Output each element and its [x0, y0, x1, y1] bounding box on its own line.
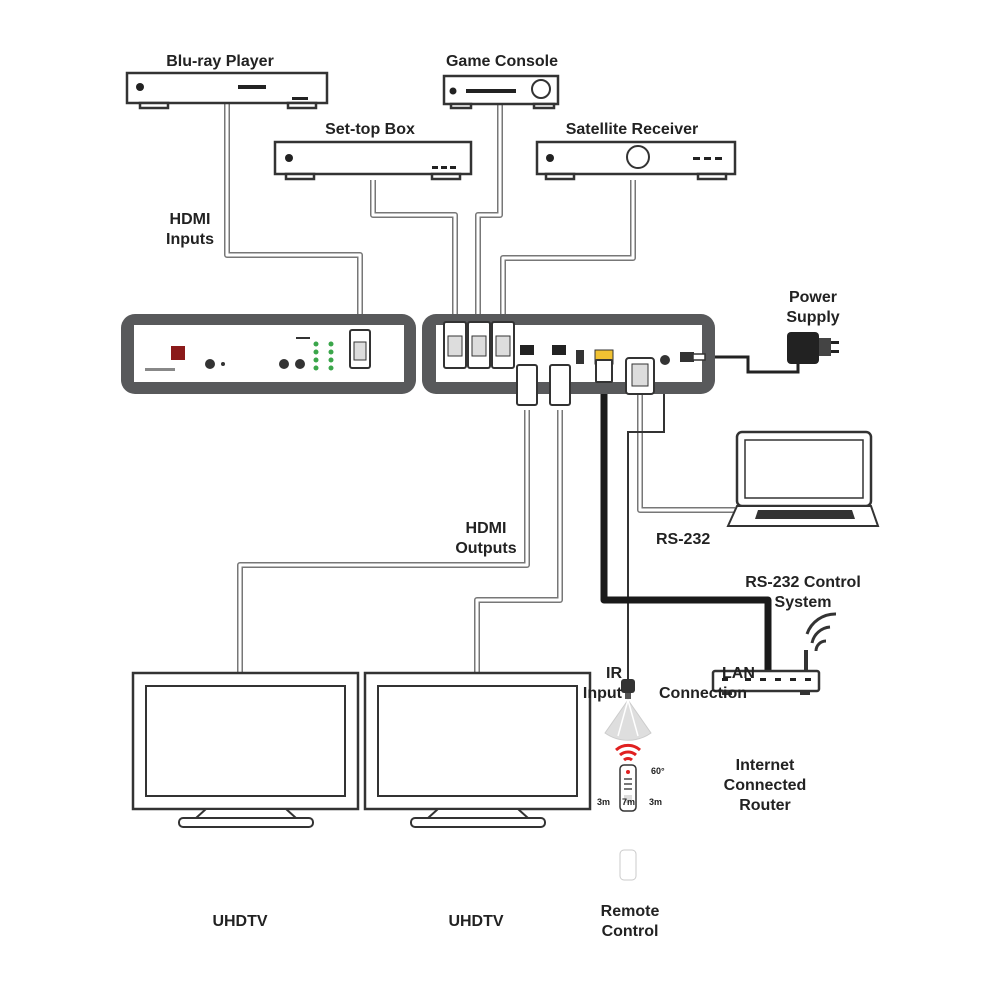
label-lan-connection: LAN Connection [659, 665, 755, 702]
wifi-signal-icon [805, 612, 837, 652]
front-panel-leds [313, 341, 334, 371]
switcher-front-panel [121, 314, 416, 394]
label-power-supply: Power Supply [786, 289, 840, 326]
label-rs232: RS-232 [656, 531, 711, 548]
label-bluray-player: Blu-ray Player [166, 53, 274, 70]
ir-coverage-cone [604, 699, 652, 741]
label-ir-range-right: 3m [649, 797, 663, 807]
lan-cable [600, 380, 772, 670]
label-hdmi-outputs: HDMI Outputs [455, 520, 517, 557]
label-uhdtv-right: UHDTV [448, 913, 504, 930]
remote-reflection [619, 849, 637, 881]
ir-signal-icon [615, 743, 641, 762]
power-cable [705, 355, 800, 374]
rs232-cables [627, 370, 735, 680]
power-supply-device [787, 332, 839, 364]
label-satellite-receiver: Satellite Receiver [565, 121, 699, 138]
bluray-player-device [125, 71, 329, 110]
label-game-console: Game Console [445, 53, 559, 70]
switcher-rear-panel [422, 314, 715, 406]
router-device [711, 612, 837, 695]
hdmi-input-cables [224, 103, 636, 330]
label-hdmi-inputs: HDMI Inputs [166, 211, 214, 248]
label-ir-range-left: 3m [597, 797, 611, 807]
hdmi-output-cables [237, 410, 563, 675]
label-internet-router: Internet Connected Router [723, 757, 807, 814]
label-rs232-control-system: RS-232 Control System [745, 574, 861, 611]
settop-box-device [273, 140, 473, 181]
label-ir-range-center: 7m [622, 797, 636, 807]
label-settop-box: Set-top Box [325, 121, 415, 138]
label-uhdtv-left: UHDTV [212, 913, 268, 930]
game-console-device [442, 74, 560, 110]
uhdtv-right-device [363, 671, 592, 828]
uhdtv-left-device [131, 671, 360, 828]
label-remote-control: Remote Control [600, 903, 660, 940]
ir-receiver [621, 679, 635, 699]
label-ir-input: IR Input [582, 665, 622, 702]
laptop-device [726, 430, 880, 527]
satellite-receiver-device [535, 140, 737, 181]
label-ir-angle: 60° [651, 766, 665, 776]
remote-control-device [619, 764, 637, 812]
